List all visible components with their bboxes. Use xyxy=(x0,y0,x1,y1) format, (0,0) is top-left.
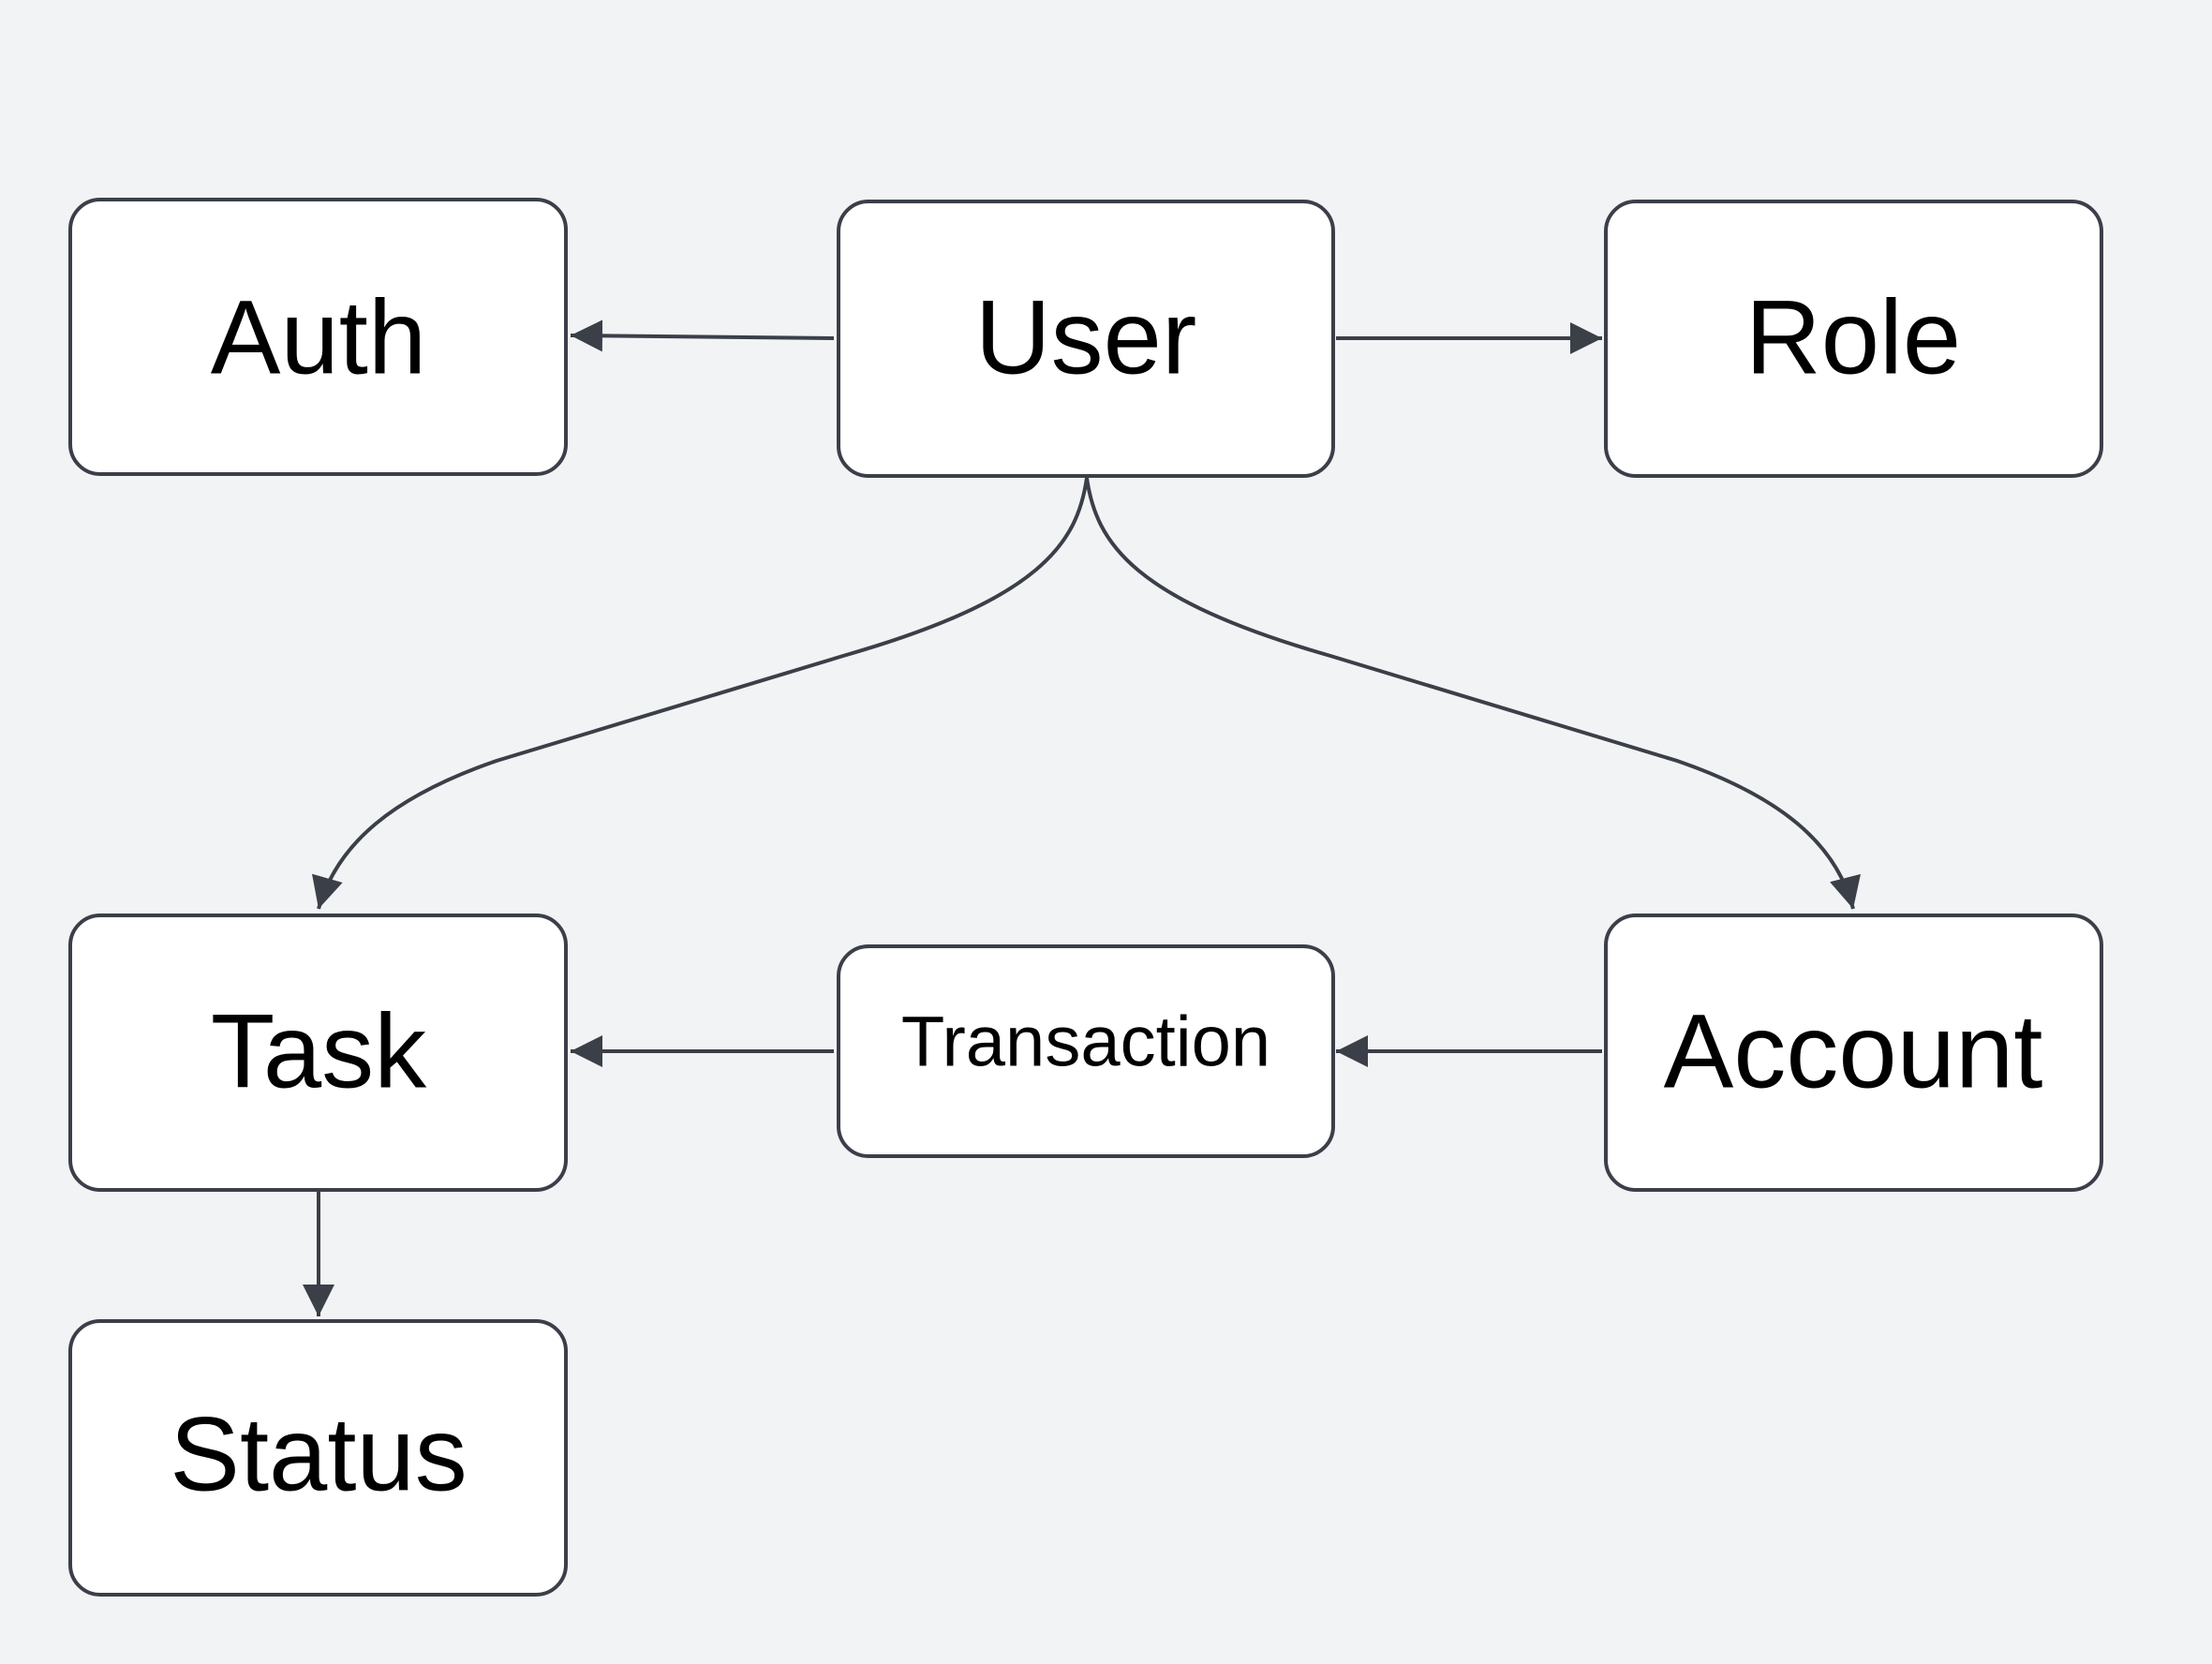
edge-user-task[interactable] xyxy=(312,477,1089,910)
node-task-label: Task xyxy=(211,993,427,1110)
node-task[interactable]: Task xyxy=(68,914,568,1192)
node-status[interactable]: Status xyxy=(68,1319,568,1597)
edges xyxy=(303,319,1861,1316)
node-auth[interactable]: Auth xyxy=(68,198,568,476)
node-account-label: Account xyxy=(1664,993,2043,1110)
node-auth-label: Auth xyxy=(211,279,426,396)
node-user-label: User xyxy=(975,279,1196,396)
node-transaction[interactable]: Transaction xyxy=(837,944,1335,1158)
edge-user-auth[interactable] xyxy=(570,319,835,352)
node-role[interactable]: Role xyxy=(1604,200,2103,478)
edge-user-account[interactable] xyxy=(1085,477,1861,910)
node-account[interactable]: Account xyxy=(1604,914,2103,1192)
node-user[interactable]: User xyxy=(837,200,1335,478)
node-transaction-label: Transaction xyxy=(901,1003,1270,1082)
node-role-label: Role xyxy=(1745,279,1961,396)
node-status-label: Status xyxy=(170,1396,468,1513)
